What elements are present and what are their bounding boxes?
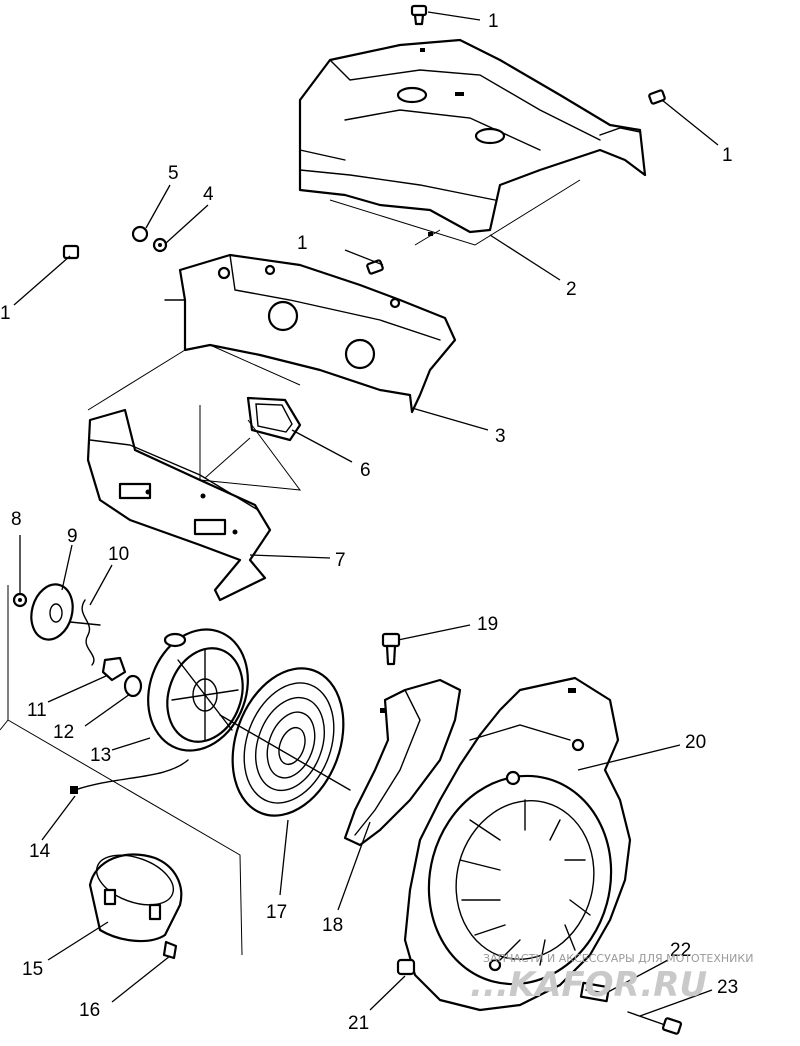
part-11-ratchet (101, 656, 127, 682)
callout-1-right: 1 (722, 145, 733, 166)
part-22-clip (579, 981, 611, 1003)
assembly-lines-upper (87, 179, 581, 491)
callout-15: 15 (22, 959, 43, 980)
callout-17: 17 (266, 902, 287, 923)
callout-11: 11 (27, 700, 47, 721)
part-16-screw (162, 940, 178, 960)
callout-2: 2 (566, 279, 577, 300)
callout-7: 7 (335, 550, 346, 571)
watermark-logo: ...KAFOR.RU (470, 965, 707, 1005)
part-10-spring-clip (81, 599, 95, 666)
callout-5: 5 (168, 163, 179, 184)
fastener-bolt-1-right (648, 89, 666, 105)
part-7-bracket (86, 408, 272, 602)
callout-20: 20 (685, 732, 706, 753)
callout-10: 10 (108, 544, 129, 565)
part-3-mid-shroud (164, 253, 457, 414)
fastener-bolt-1-left (62, 244, 80, 260)
part-18-guide (343, 678, 462, 847)
leader-lines (13, 11, 719, 1017)
callout-6: 6 (360, 460, 371, 481)
part-2-upper-shroud (298, 38, 647, 236)
part-20-fan-housing (403, 676, 632, 1012)
part-14-starter-rope (70, 759, 189, 794)
callout-16: 16 (79, 1000, 100, 1021)
callout-4: 4 (203, 184, 214, 205)
part-5-nut (131, 225, 149, 243)
callout-22: 22 (670, 940, 691, 961)
part-21-nut (396, 958, 416, 976)
part-6-gasket (246, 396, 302, 442)
callout-23: 23 (717, 977, 738, 998)
watermark-tagline: ЗАПЧАСТИ И АКСЕССУАРЫ ДЛЯ МОТОТЕХНИКИ (483, 952, 753, 965)
watermark: ЗАПЧАСТИ И АКСЕССУАРЫ ДЛЯ МОТОТЕХНИКИ ..… (470, 952, 753, 1005)
part-8-nut (12, 592, 28, 608)
part-4-washer (152, 237, 168, 253)
part-12-spacer (123, 674, 143, 698)
part-9-drive-plate (30, 583, 101, 641)
callout-1-top: 1 (488, 11, 499, 32)
callout-labels: 1 1 1 1 2 3 4 5 6 7 8 9 10 11 12 13 14 1… (0, 11, 738, 1034)
part-17-recoil-spring (219, 667, 351, 817)
part-15-cup (88, 853, 183, 943)
callout-12: 12 (53, 722, 74, 743)
callout-8: 8 (11, 509, 22, 530)
part-13-pulley (147, 628, 249, 752)
callout-19: 19 (477, 614, 498, 635)
fastener-bolt-1-top (410, 4, 428, 26)
callout-21: 21 (348, 1013, 369, 1034)
part-23-bolt (627, 1011, 683, 1035)
callout-3: 3 (495, 426, 506, 447)
callout-1-middle: 1 (297, 233, 308, 254)
callout-18: 18 (322, 915, 343, 936)
callout-14: 14 (29, 841, 51, 862)
callout-1-left: 1 (0, 303, 11, 324)
assembly-lines-lower (0, 585, 243, 956)
callout-9: 9 (67, 526, 78, 547)
callout-13: 13 (90, 745, 111, 766)
part-19-bolt (381, 632, 401, 666)
